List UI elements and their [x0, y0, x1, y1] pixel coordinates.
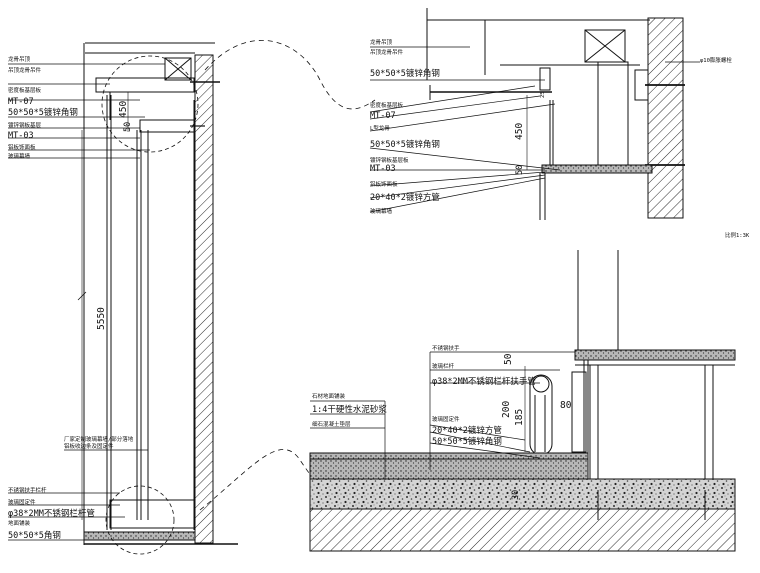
left-bottom-callout-0: 不锈钢扶手栏杆: [8, 486, 47, 494]
left-callout-2: 密度板基层板: [8, 86, 42, 94]
top-detail-labels: 龙骨吊顶 吊顶龙骨吊件 50*50*5镀锌角钢 密度板基层板 MT-07 L型龙…: [370, 38, 750, 239]
gravel-layer: [309, 478, 736, 510]
top-callout-8: MT-03: [370, 164, 396, 174]
dim-5550: 5550: [96, 307, 107, 330]
top-callout-2: 50*50*5镀锌角钢: [370, 68, 440, 79]
dim-80-bottom: 80: [560, 400, 572, 411]
ceiling-detail: [426, 8, 685, 220]
concrete-wall-detail: [647, 17, 684, 219]
bottom-callout-5: 细石混凝土垫层: [312, 420, 351, 428]
left-callout-3: MT-07: [8, 97, 34, 107]
scale-note: 比例1:3K: [725, 231, 750, 239]
dim-50-bottom: 50: [503, 353, 514, 365]
left-callout-0: 龙骨吊顶: [8, 55, 31, 63]
bottom-callout-2: φ38*2MM不锈钢栏杆扶手管: [432, 376, 536, 387]
dim-50-left: 50: [123, 122, 133, 132]
left-callout-leaders: [8, 63, 165, 541]
top-callout-7: 镀锌钢板基层板: [370, 156, 409, 164]
bottom-callout-7: 20*40*2镀锌方管: [432, 425, 502, 436]
left-bottom-callout-4: 50*50*5角钢: [8, 530, 61, 541]
top-callout-6: 50*50*5镀锌角钢: [370, 139, 440, 150]
bottom-callout-6: 玻璃固定件: [432, 415, 460, 423]
left-bottom-callout-1: 玻璃固定件: [8, 498, 36, 506]
left-bottom-callout-3: 地面铺装: [8, 519, 31, 527]
top-callout-10: 20*40*2镀锌方管: [370, 192, 440, 203]
bottom-callout-0: 不锈钢扶手: [432, 344, 460, 352]
left-callout-8: 玻璃幕墙: [8, 152, 31, 160]
left-callout-5: 镀锌钢板基层: [8, 121, 42, 129]
left-middle-note-1: 厂家定制玻璃幕墙/部分落地: [64, 435, 134, 443]
left-bottom-callout-2: φ38*2MM不锈钢栏杆管: [8, 508, 95, 519]
bottom-callout-4: 1:4干硬性水泥砂浆: [312, 404, 387, 415]
top-callout-0: 龙骨吊顶: [370, 38, 393, 46]
ceiling-hanger-box: [164, 57, 192, 81]
dim-450-left: 450: [118, 101, 129, 118]
top-callout-4: MT-07: [370, 111, 396, 121]
top-callout-5: L型龙骨: [370, 124, 390, 132]
dim-185-bottom: 185: [514, 409, 525, 426]
dim-50-top: 50: [515, 165, 525, 175]
floor-railing-detail: [309, 250, 736, 552]
detail-circle-bottom: [105, 485, 175, 555]
dim-450-top: 450: [514, 123, 525, 140]
bottom-detail-leaders: [310, 351, 575, 480]
left-callout-labels: 龙骨吊顶 吊顶龙骨吊件 密度板基层板 MT-07 50*50*5镀锌角钢 镀锌钢…: [8, 55, 134, 541]
top-callout-9: 铝板饰面板: [370, 180, 398, 188]
soil-hatch: [309, 508, 736, 552]
top-callout-1: 吊顶龙骨吊件: [370, 48, 404, 56]
left-callout-7: 铝板饰面板: [8, 143, 36, 151]
bottom-callout-3: 石材地面铺装: [312, 392, 346, 400]
detail-circle-top: [101, 55, 199, 153]
dim-30-bottom: 30: [511, 490, 521, 500]
bolt-note: φ10膨胀螺栓: [700, 56, 732, 64]
bottom-detail-labels: 不锈钢扶手 玻璃栏杆 φ38*2MM不锈钢栏杆扶手管 石材地面铺装 1:4干硬性…: [312, 344, 572, 500]
dim-200-bottom: 200: [501, 401, 512, 418]
left-callout-4: 50*50*5镀锌角钢: [8, 107, 78, 118]
mortar-bed: [309, 458, 589, 480]
left-wall-section: [77, 40, 376, 555]
stone-finish: [309, 452, 589, 460]
concrete-wall: [194, 54, 214, 544]
left-callout-6: MT-03: [8, 131, 34, 141]
left-callout-1: 吊顶龙骨吊件: [8, 66, 42, 74]
top-detail-leaders: [369, 46, 700, 213]
top-callout-3: 密度板基层板: [370, 101, 404, 109]
left-middle-note-2: 铝板收边条及固定件: [64, 442, 114, 450]
top-callout-11: 玻璃幕墙: [370, 207, 393, 215]
bottom-callout-8: 50*50*5镀锌角钢: [432, 436, 502, 447]
bottom-callout-1: 玻璃栏杆: [432, 362, 455, 370]
base-angle: [83, 531, 196, 541]
dim-25-top: 25: [540, 91, 546, 98]
